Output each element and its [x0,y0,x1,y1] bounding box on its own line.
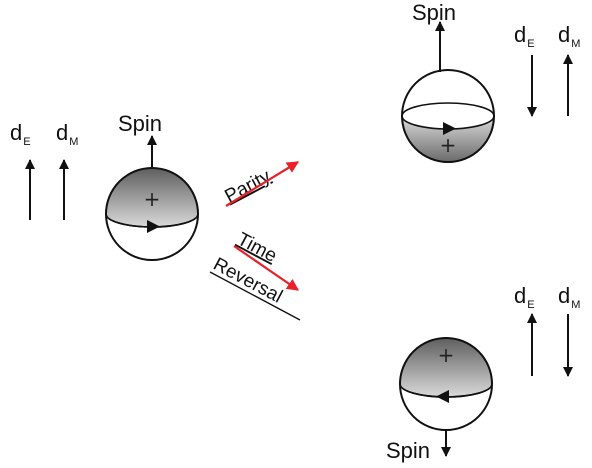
sphere-original: + [105,167,199,261]
time-reversal-arrow [233,245,299,291]
magnetic-dipole-symbol: dM [56,120,78,148]
reversal-label: Reversal [210,254,286,308]
sphere-time-reversed: + [399,337,493,431]
charge-plus: + [438,343,455,367]
magnetic-dipole-symbol: dM [558,283,580,311]
charge-plus: + [440,133,457,157]
spin-label: Spin [118,111,162,136]
reversal-underline [209,271,301,321]
rotation-arrowhead [147,220,160,233]
spin-label: Spin [412,0,456,25]
rotation-arrowhead [443,122,456,135]
magnetic-dipole-symbol: dM [558,22,580,50]
parity-arrow [225,161,300,207]
sphere-equator-back [401,102,495,117]
rotation-arrowhead [436,390,449,403]
time-reversal-transform: Time Reversal [209,229,301,321]
parity-transform: Parity [221,161,300,208]
spin-label: Spin [386,438,430,463]
electric-dipole-symbol: dE [10,120,31,148]
parity-result-state: + Spin dE dM [401,0,580,163]
time-reversal-result-state: + Spin dE dM [386,283,580,463]
sphere-parity: + [401,69,495,163]
parity-label: Parity [221,166,274,208]
charge-plus: + [144,187,161,211]
original-state: + Spin dE dM [10,111,199,261]
electric-dipole-symbol: dE [514,283,535,311]
electric-dipole-symbol: dE [514,22,535,50]
